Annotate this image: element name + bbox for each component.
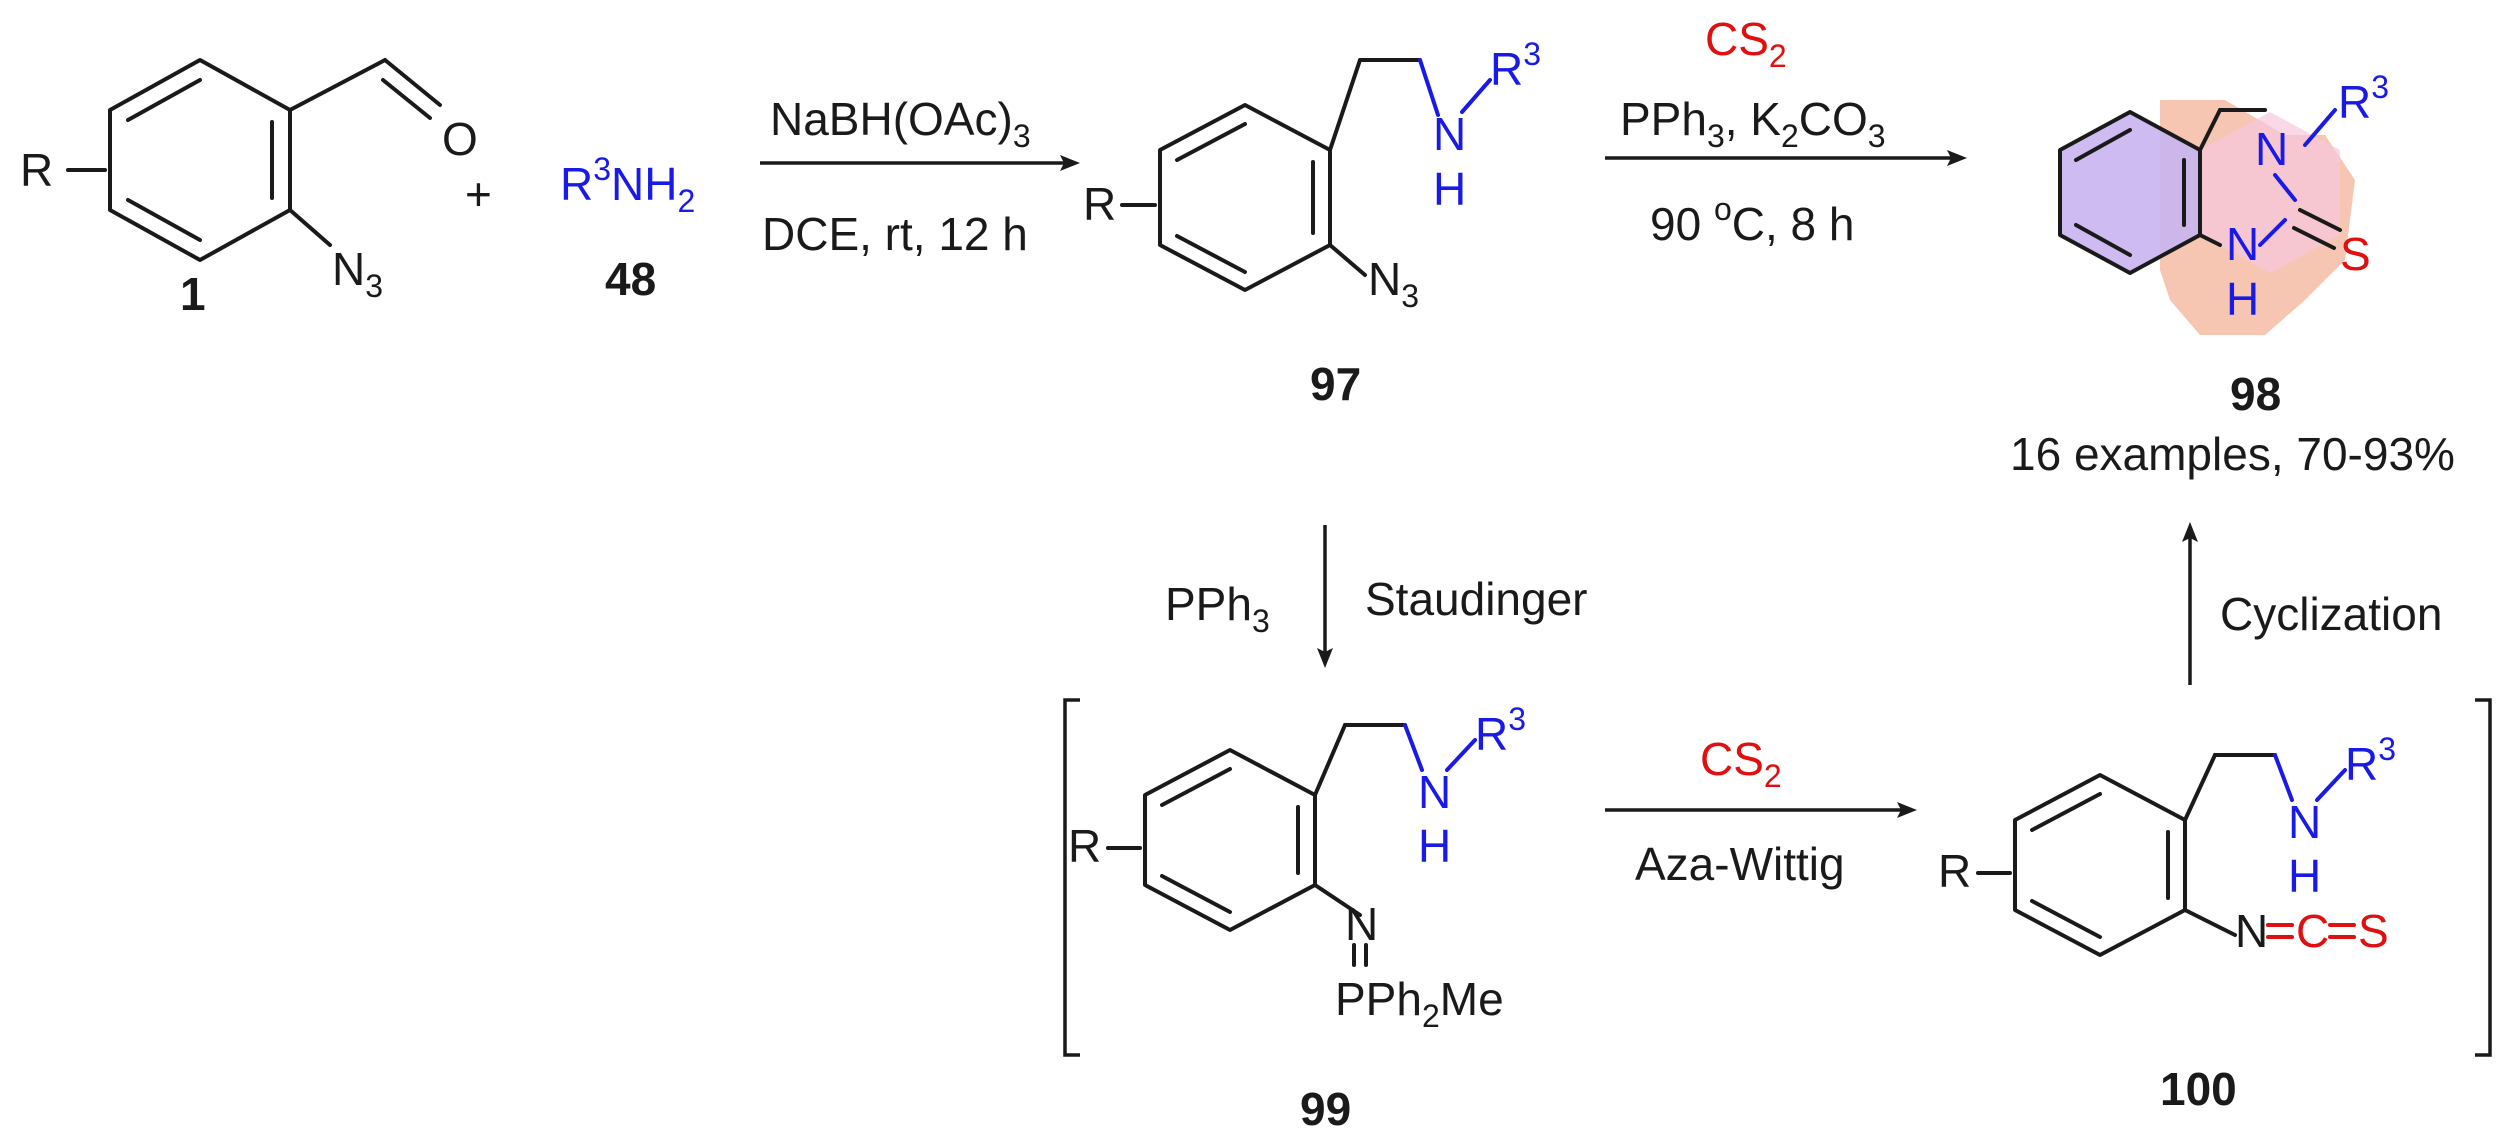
compound-100-amine-h: H <box>2288 850 2321 902</box>
compound-1-label: 1 <box>180 268 206 320</box>
compound-97-structure <box>1120 58 1492 292</box>
compound-48-formula: R3NH2 <box>560 151 695 219</box>
aza-wittig-arrow: CS2 Aza-Wittig <box>1605 733 1917 890</box>
compound-98: N R3 N H S 98 16 examples, 70-93% <box>2010 69 2455 480</box>
compound-97-r-group: R <box>1083 178 1116 230</box>
staudinger-name: Staudinger <box>1365 573 1588 625</box>
compound-99-r3: R3 <box>1475 701 1526 760</box>
compound-100: R N H R3 N C S 100 <box>1938 731 2396 1115</box>
compound-100-iso-s: S <box>2358 905 2389 957</box>
plus-sign: + <box>465 168 492 220</box>
compound-100-amine-n: N <box>2288 796 2321 848</box>
compound-98-scope-note: 16 examples, 70-93% <box>2010 428 2455 480</box>
compound-100-r-group: R <box>1938 845 1971 897</box>
one-pot-conditions: 90 oC, 8 h <box>1650 191 1854 250</box>
aza-wittig-cs2: CS2 <box>1700 733 1782 794</box>
compound-99-r-group: R <box>1068 820 1101 872</box>
compound-99-imine-n: N <box>1345 898 1378 950</box>
one-pot-reagents: PPh3, K2CO3 <box>1620 93 1886 154</box>
compound-100-structure <box>1976 753 2356 957</box>
cyclization-arrow: Cyclization <box>2182 522 2442 685</box>
compound-99-structure <box>1106 723 1477 967</box>
compound-99-amine-h: H <box>1418 820 1451 872</box>
compound-99: R N H R3 N PPh2Me 99 <box>1068 701 1526 1135</box>
reductive-amination-conditions: DCE, rt, 12 h <box>762 208 1028 260</box>
compound-98-r3: R3 <box>2338 69 2389 128</box>
compound-97-amine-n: N <box>1433 108 1466 160</box>
compound-1-aldehyde-o: O <box>442 113 478 165</box>
aza-wittig-name: Aza-Wittig <box>1635 838 1845 890</box>
compound-1-structure <box>66 58 442 262</box>
compound-100-iso-n: N <box>2235 905 2268 957</box>
compound-98-structure <box>2058 108 2342 275</box>
compound-1-azide: N3 <box>332 243 383 304</box>
compound-97-r3: R3 <box>1490 36 1541 95</box>
compound-98-thione-s: S <box>2340 228 2371 280</box>
compound-97-amine-h: H <box>1433 163 1466 215</box>
intermediate-brackets <box>1063 698 2492 1057</box>
compound-98-n3: N <box>2255 123 2288 175</box>
one-pot-cs2: CS2 <box>1705 13 1787 74</box>
compound-100-label: 100 <box>2160 1063 2237 1115</box>
compound-99-amine-n: N <box>1418 766 1451 818</box>
compound-48: R3NH2 48 <box>560 151 695 305</box>
reductive-amination-reagent: NaBH(OAc)3 <box>770 93 1031 154</box>
one-pot-arrow: CS2 PPh3, K2CO3 90 oC, 8 h <box>1605 13 1967 250</box>
compound-1: R O N3 1 <box>20 58 478 320</box>
staudinger-arrow: PPh3 Staudinger <box>1165 525 1588 668</box>
compound-98-highlight <box>2060 100 2355 335</box>
compound-99-phosphorus: PPh2Me <box>1335 973 1504 1034</box>
cyclization-label: Cyclization <box>2220 588 2442 640</box>
compound-100-r3: R3 <box>2345 731 2396 790</box>
compound-97: R N H R3 N3 97 <box>1083 36 1541 410</box>
compound-99-label: 99 <box>1300 1083 1351 1135</box>
compound-100-iso-c: C <box>2296 905 2329 957</box>
compound-97-label: 97 <box>1310 358 1361 410</box>
compound-98-nh-h: H <box>2226 273 2259 325</box>
compound-1-r-group: R <box>20 144 53 196</box>
compound-97-azide: N3 <box>1368 253 1419 314</box>
reductive-amination-arrow: NaBH(OAc)3 DCE, rt, 12 h <box>760 93 1080 260</box>
staudinger-reagent: PPh3 <box>1165 578 1270 639</box>
compound-98-label: 98 <box>2230 368 2281 420</box>
compound-98-nh-n: N <box>2226 218 2259 270</box>
compound-48-label: 48 <box>605 253 656 305</box>
